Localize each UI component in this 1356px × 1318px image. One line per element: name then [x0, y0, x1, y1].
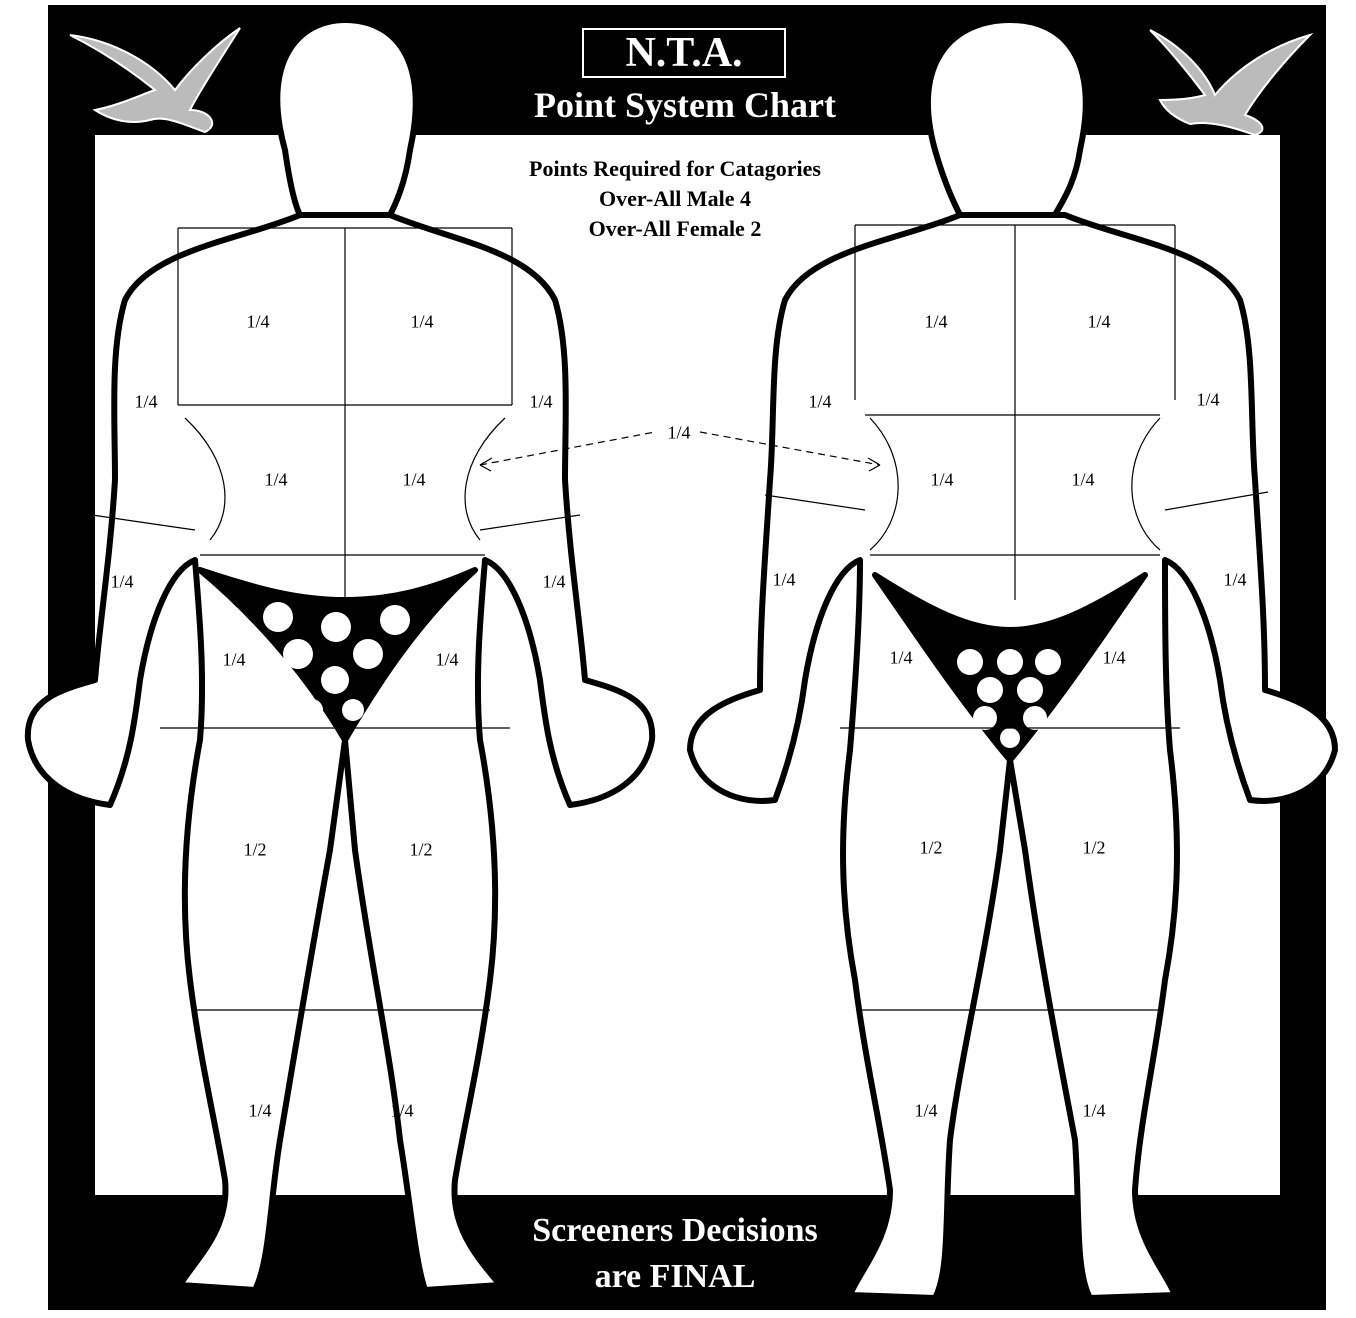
zone-label: 1/4 [1071, 470, 1094, 491]
zone-label: 1/4 [1087, 312, 1110, 333]
zone-label: 1/2 [919, 838, 942, 859]
zone-label: 1/4 [924, 312, 947, 333]
zone-label: 1/4 [529, 392, 552, 413]
requirements-female: Over-All Female 2 [400, 216, 950, 242]
eagle-icon-left [70, 28, 240, 132]
footer-line-1: Screeners Decisions [400, 1212, 950, 1250]
zone-label: 1/4 [1196, 390, 1219, 411]
zone-label: 1/4 [246, 312, 269, 333]
eagle-icon-right [1150, 30, 1310, 135]
zone-label: 1/4 [930, 470, 953, 491]
zone-label: 1/4 [248, 1101, 271, 1122]
zone-label: 1/2 [243, 840, 266, 861]
requirements-male: Over-All Male 4 [400, 186, 950, 212]
zone-label: 1/2 [1082, 838, 1105, 859]
zone-label: 1/4 [110, 572, 133, 593]
footer-line-2: are FINAL [400, 1258, 950, 1296]
zone-label: 1/4 [222, 650, 245, 671]
zone-label: 1/4 [264, 470, 287, 491]
zone-label: 1/4 [914, 1101, 937, 1122]
zone-label: 1/4 [134, 392, 157, 413]
zone-label: 1/4 [390, 1101, 413, 1122]
zone-label: 1/4 [889, 648, 912, 669]
back-head [277, 20, 415, 215]
zone-label: 1/4 [402, 470, 425, 491]
zone-label: 1/4 [542, 572, 565, 593]
zone-label: 1/4 [1102, 648, 1125, 669]
obliques-label: 1/4 [667, 423, 690, 444]
zone-label: 1/4 [435, 650, 458, 671]
back-torso [28, 215, 652, 1290]
page-title: Point System Chart [420, 84, 950, 126]
org-label: N.T.A. [582, 28, 786, 78]
zone-label: 1/4 [772, 570, 795, 591]
requirements-heading: Points Required for Catagories [400, 156, 950, 182]
zone-label: 1/4 [1082, 1101, 1105, 1122]
zone-label: 1/2 [409, 840, 432, 861]
zone-label: 1/4 [410, 312, 433, 333]
zone-label: 1/4 [1223, 570, 1246, 591]
front-head [928, 20, 1086, 215]
zone-label: 1/4 [808, 392, 831, 413]
